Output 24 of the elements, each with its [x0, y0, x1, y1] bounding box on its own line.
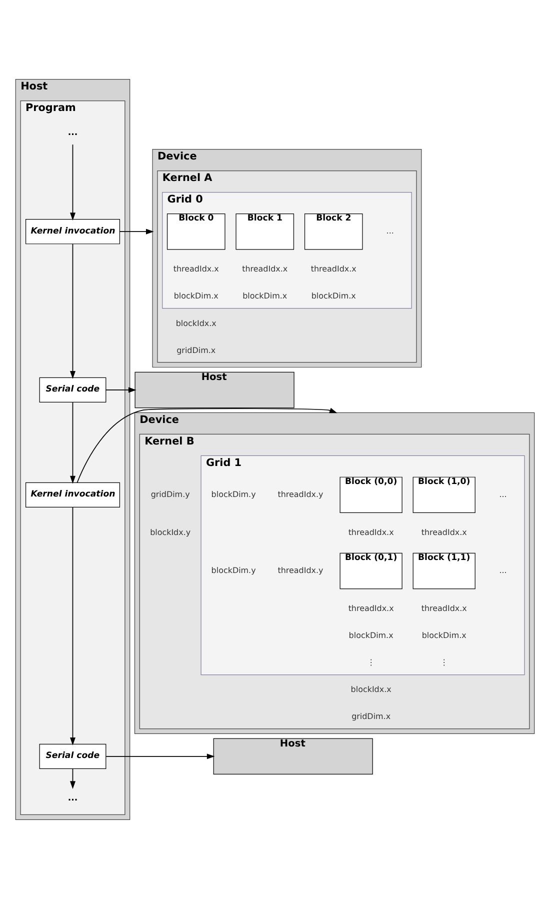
node-box: Serial code	[39, 377, 106, 403]
node-box: Block 1	[236, 213, 294, 250]
arrow	[119, 228, 154, 234]
node-box: Serial code	[39, 744, 106, 769]
node-box: Block 0	[166, 213, 226, 250]
node-box: Kernel invocation	[25, 219, 120, 244]
node-box: Host	[213, 738, 373, 775]
arrow	[70, 506, 76, 746]
node-box: Host	[134, 372, 294, 408]
node-box: Kernel invocation	[25, 482, 120, 508]
arrow	[70, 244, 76, 379]
node-box: Block (0,0)	[340, 476, 402, 514]
node-box: Block (1,1)	[412, 552, 476, 590]
node-box: Block (0,1)	[340, 552, 402, 590]
arrow	[70, 768, 76, 790]
arrow	[70, 144, 76, 221]
node-box: Block (1,0)	[412, 476, 476, 514]
node-text: ...	[68, 128, 78, 138]
arrow	[106, 754, 215, 760]
node-box: Block 2	[304, 213, 363, 250]
arrow	[76, 408, 338, 484]
node-text: ...	[68, 793, 78, 804]
arrow	[70, 402, 76, 484]
arrow	[106, 387, 136, 393]
